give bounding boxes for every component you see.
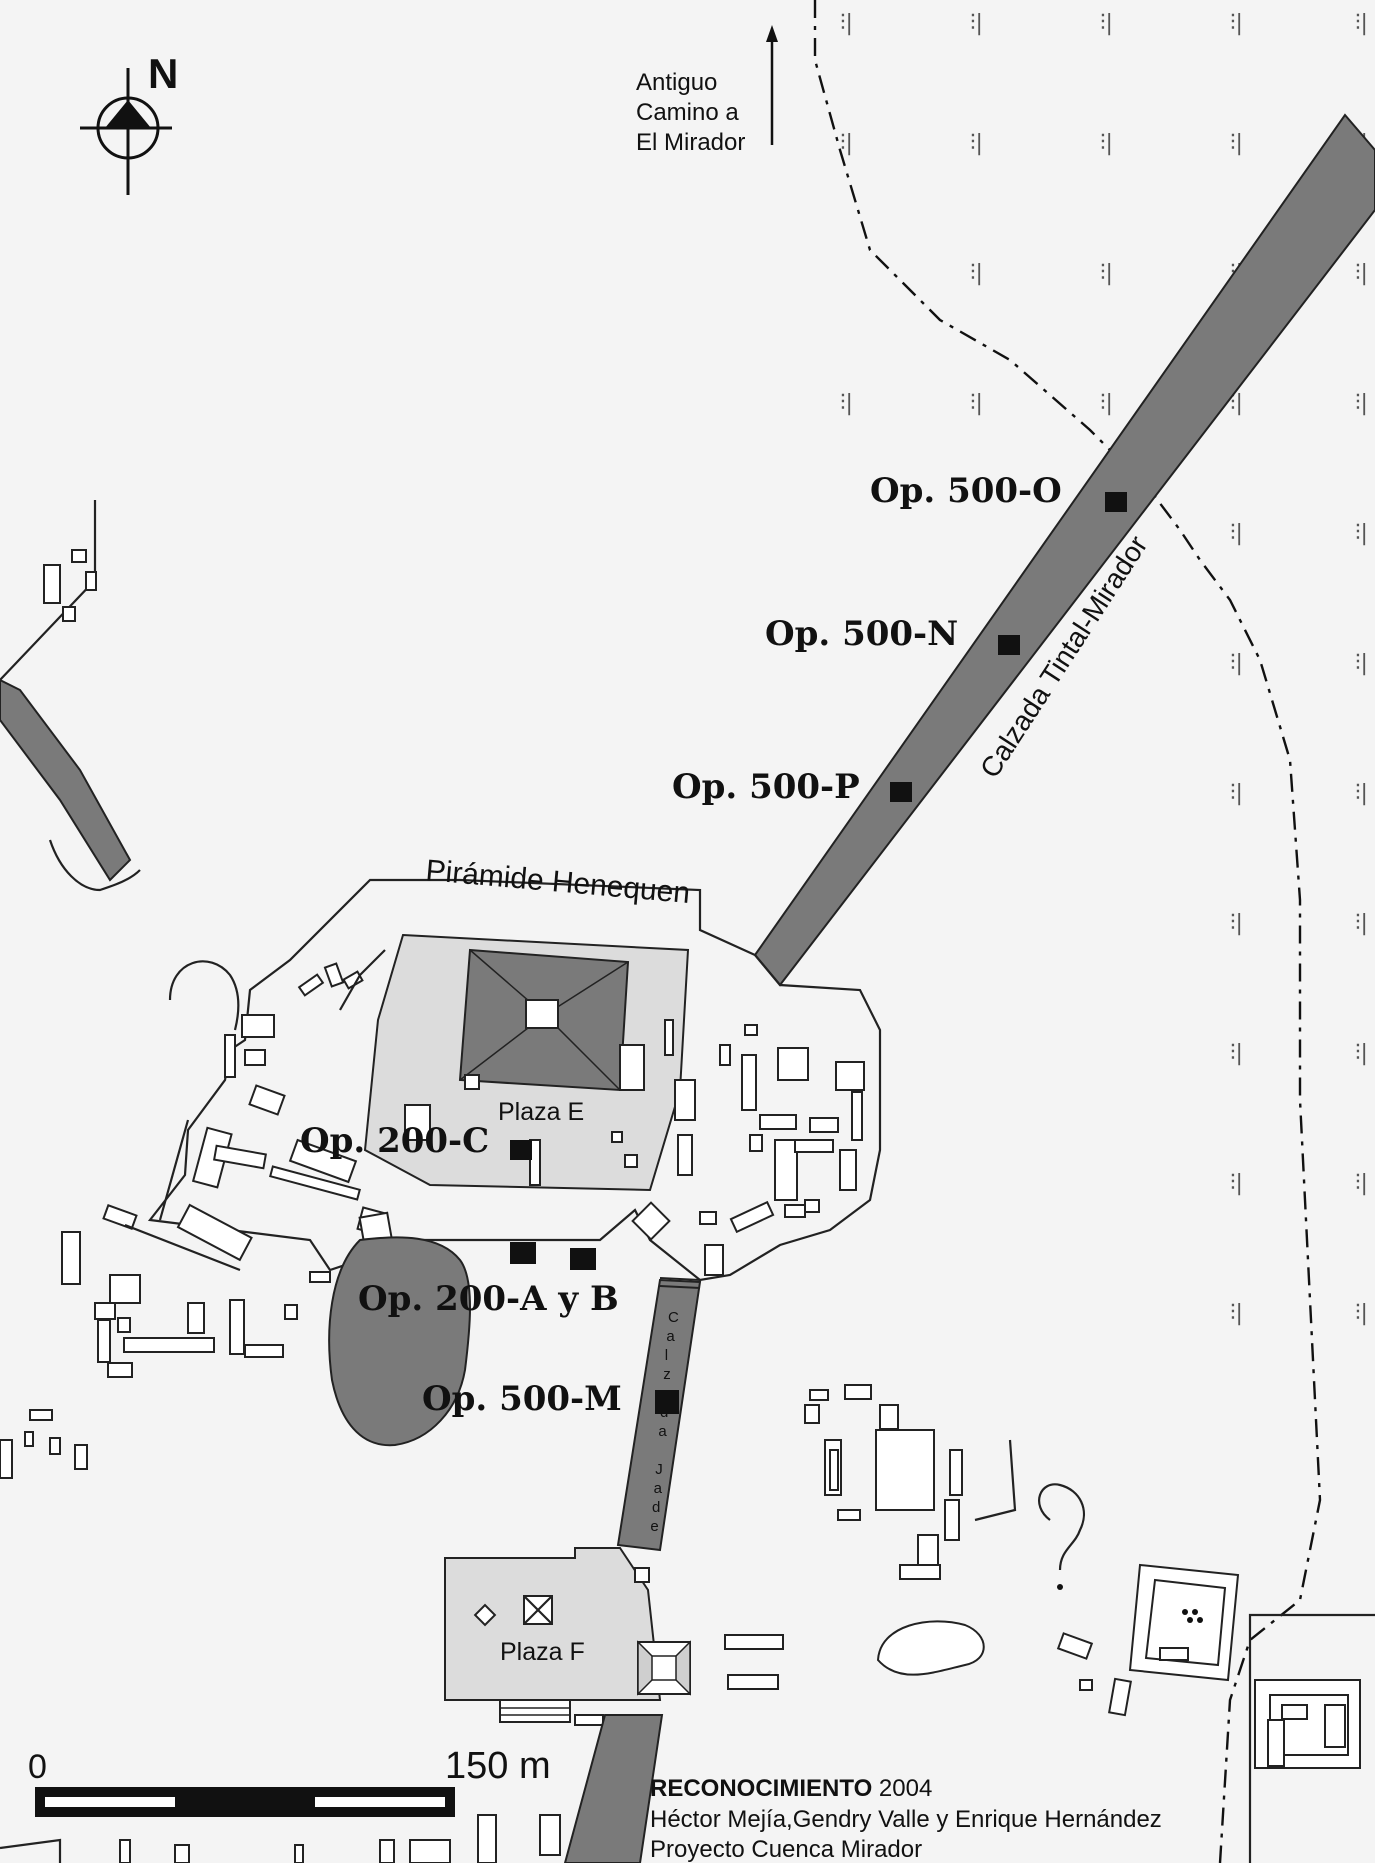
- scale-end-label: 150 m: [445, 1745, 551, 1787]
- jade-label-letter: a: [654, 1480, 663, 1497]
- jade-label-letter: J: [655, 1461, 663, 1478]
- causeway-tintal-mirador: [753, 113, 1375, 987]
- vegetation-icon: ⫶|: [1100, 391, 1113, 416]
- vegetation-icon: ⫶|: [1355, 781, 1368, 806]
- credits-line-3: Proyecto Cuenca Mirador: [650, 1836, 922, 1863]
- op-200-a-marker: [510, 1242, 536, 1264]
- credits-block: RECONOCIMIENTO 2004 Héctor Mejía,Gendry …: [650, 1775, 1162, 1863]
- jade-label-letter: a: [658, 1423, 667, 1440]
- vegetation-icon: ⫶|: [1230, 11, 1243, 36]
- plaza-f-label: Plaza F: [500, 1638, 585, 1666]
- op-500-p-marker: [890, 782, 912, 802]
- op-200-c-label: Op. 200-C: [300, 1121, 489, 1161]
- op-200-ab-label: Op. 200-A y B: [358, 1279, 619, 1319]
- vegetation-icon: ⫶|: [970, 261, 983, 286]
- vegetation-icon: ⫶|: [970, 11, 983, 36]
- vegetation-icon: ⫶|: [970, 391, 983, 416]
- vegetation-icon: ⫶|: [1355, 391, 1368, 416]
- vegetation-icon: ⫶|: [1355, 11, 1368, 36]
- causeway-jade: [616, 1278, 702, 1552]
- vegetation-icon: ⫶|: [840, 11, 853, 36]
- vegetation-icon: ⫶|: [1355, 651, 1368, 676]
- vegetation-icon: ⫶|: [1230, 1171, 1243, 1196]
- vegetation-icon: ⫶|: [1230, 521, 1243, 546]
- jade-label-letter: a: [666, 1328, 675, 1345]
- jade-label-letter: l: [665, 1347, 668, 1364]
- old-route-dashed-line: [813, 0, 1322, 1863]
- jade-label-letter: e: [650, 1518, 658, 1535]
- op-500-o-label: Op. 500-O: [870, 471, 1062, 511]
- op-500-p-label: Op. 500-P: [672, 767, 860, 807]
- vegetation-icon: ⫶|: [1230, 1301, 1243, 1326]
- plaza-e-label: Plaza E: [498, 1098, 584, 1126]
- vegetation-icon: ⫶|: [1355, 1041, 1368, 1066]
- north-arrow-icon: N: [80, 50, 178, 195]
- vegetation-icon: ⫶|: [1100, 261, 1113, 286]
- vegetation-icon: ⫶|: [1355, 521, 1368, 546]
- left-causeway-fragment: [0, 678, 132, 882]
- op-500-n-marker: [998, 635, 1020, 655]
- north-label: N: [148, 50, 178, 97]
- south-causeway: [563, 1714, 664, 1863]
- vegetation-icon: ⫶|: [1230, 781, 1243, 806]
- vegetation-icon: ⫶|: [840, 391, 853, 416]
- op-500-n-label: Op. 500-N: [765, 614, 958, 654]
- vegetation-icon: ⫶|: [1100, 11, 1113, 36]
- vegetation-icon: ⫶|: [970, 131, 983, 156]
- vegetation-icon: ⫶|: [840, 131, 853, 156]
- vegetation-icon: ⫶|: [1230, 391, 1243, 416]
- credits-line-2: Héctor Mejía,Gendry Valle y Enrique Hern…: [650, 1806, 1162, 1833]
- vegetation-icon: ⫶|: [1355, 261, 1368, 286]
- vegetation-icon: ⫶|: [1355, 1171, 1368, 1196]
- vegetation-icon: ⫶|: [1230, 651, 1243, 676]
- op-200-b-marker: [570, 1248, 596, 1270]
- vegetation-icon: ⫶|: [1230, 1041, 1243, 1066]
- vegetation-icon: ⫶|: [1355, 911, 1368, 936]
- aguada-pond: [328, 1236, 471, 1447]
- scale-bar: 0 150 m: [28, 1745, 551, 1817]
- jade-label-letter: z: [663, 1366, 671, 1383]
- jade-label-letter: C: [668, 1309, 679, 1326]
- op-500-o-marker: [1105, 492, 1127, 512]
- route-label: Antiguo Camino a El Mirador: [636, 69, 745, 156]
- vegetation-icon: ⫶|: [1230, 911, 1243, 936]
- scale-start-label: 0: [28, 1748, 47, 1786]
- op-200-c-marker: [510, 1140, 532, 1160]
- square-compound: [1128, 1563, 1240, 1682]
- vegetation-icon: ⫶|: [1100, 131, 1113, 156]
- jade-label-letter: d: [652, 1499, 660, 1516]
- route-arrow: [766, 25, 778, 145]
- credits-line-1: RECONOCIMIENTO 2004: [650, 1775, 932, 1802]
- op-500-m-label: Op. 500-M: [422, 1379, 622, 1419]
- vegetation-icon: ⫶|: [1355, 1301, 1368, 1326]
- vegetation-icon: ⫶|: [1230, 131, 1243, 156]
- op-500-m-marker: [655, 1390, 679, 1414]
